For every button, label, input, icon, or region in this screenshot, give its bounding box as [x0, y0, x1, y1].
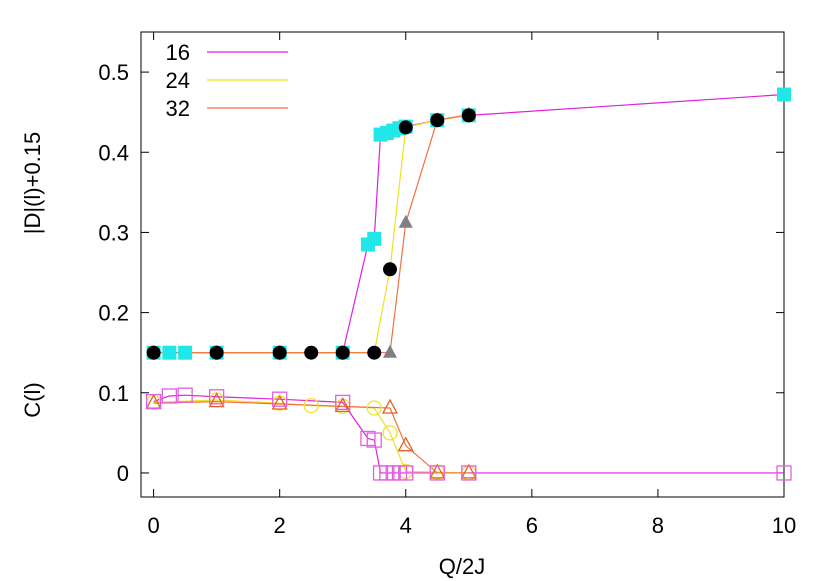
marker-open-square-16 [429, 465, 445, 481]
y-tick-label: 0.5 [98, 60, 129, 85]
marker-open-triangle-32 [460, 463, 477, 479]
series-line-16-C [153, 394, 784, 474]
y-tick-label: 0.2 [98, 301, 129, 326]
y-tick-label: 0.1 [98, 381, 129, 406]
x-tick-label: 8 [652, 513, 664, 538]
marker-open-triangle-32 [381, 398, 399, 414]
x-axis-label: Q/2J [439, 554, 485, 579]
marker-filled-circle-24 [146, 345, 161, 360]
marker-open-square-16 [208, 389, 225, 405]
y-tick-label: 0.4 [98, 140, 129, 165]
marker-open-circle-24 [366, 400, 382, 416]
marker-filled-circle-24 [335, 345, 350, 360]
y-axis-label-lower: C(l) [20, 382, 45, 417]
plot-frame [140, 31, 785, 498]
marker-open-square-16 [335, 394, 351, 411]
marker-filled-circle-24 [398, 120, 413, 135]
marker-open-triangle-32 [334, 397, 351, 413]
marker-open-square-16 [461, 465, 477, 481]
legend: 16 24 32 [166, 40, 288, 121]
marker-filled-square-16 [162, 345, 177, 360]
legend-label-24: 24 [166, 68, 190, 93]
legend-label-32: 32 [166, 96, 190, 121]
marker-open-square-16 [398, 465, 414, 481]
marker-filled-circle-24 [430, 113, 445, 128]
marker-open-triangle-32 [208, 392, 225, 408]
x-tick-label: 4 [400, 513, 412, 538]
marker-filled-circle-24 [272, 345, 287, 360]
marker-open-triangle-32 [429, 463, 446, 479]
series-line-16-D [153, 93, 785, 354]
marker-filled-circle-24 [209, 345, 224, 360]
x-tick-label: 2 [274, 513, 286, 538]
y-axis-label-upper: |D|(l)+0.15 [20, 132, 45, 235]
marker-open-square-16 [360, 430, 376, 447]
marker-filled-square-16 [367, 231, 382, 246]
marker-filled-square-16 [777, 87, 791, 102]
marker-open-square-16 [776, 465, 792, 481]
series-line-24-C [153, 399, 469, 474]
series-lines [153, 93, 785, 474]
marker-open-triangle-32 [271, 394, 288, 410]
x-tick-label: 6 [526, 513, 538, 538]
y-tick-label: 0.3 [98, 220, 129, 245]
y-tick-label: 0 [117, 461, 129, 486]
series-markers [145, 87, 792, 481]
marker-open-square-16 [366, 432, 382, 448]
marker-filled-circle-24 [367, 345, 382, 360]
marker-open-square-16 [272, 391, 288, 407]
marker-filled-circle-24 [383, 262, 398, 277]
marker-filled-triangle-32 [398, 214, 413, 228]
series-line-24-D [153, 114, 469, 354]
marker-open-square-16 [145, 393, 162, 410]
marker-filled-circle-24 [304, 345, 319, 360]
marker-open-circle-24 [382, 425, 398, 441]
marker-filled-circle-24 [461, 108, 476, 123]
marker-open-square-16 [161, 388, 178, 404]
marker-filled-square-16 [178, 345, 193, 360]
x-tick-label: 10 [772, 513, 796, 538]
marker-open-square-16 [177, 387, 193, 403]
legend-label-16: 16 [166, 40, 190, 65]
marker-open-circle-24 [303, 397, 319, 414]
series-line-32-D [153, 113, 469, 354]
x-tick-label: 0 [147, 513, 159, 538]
marker-filled-triangle-32 [383, 344, 398, 358]
marker-open-triangle-32 [397, 436, 414, 452]
